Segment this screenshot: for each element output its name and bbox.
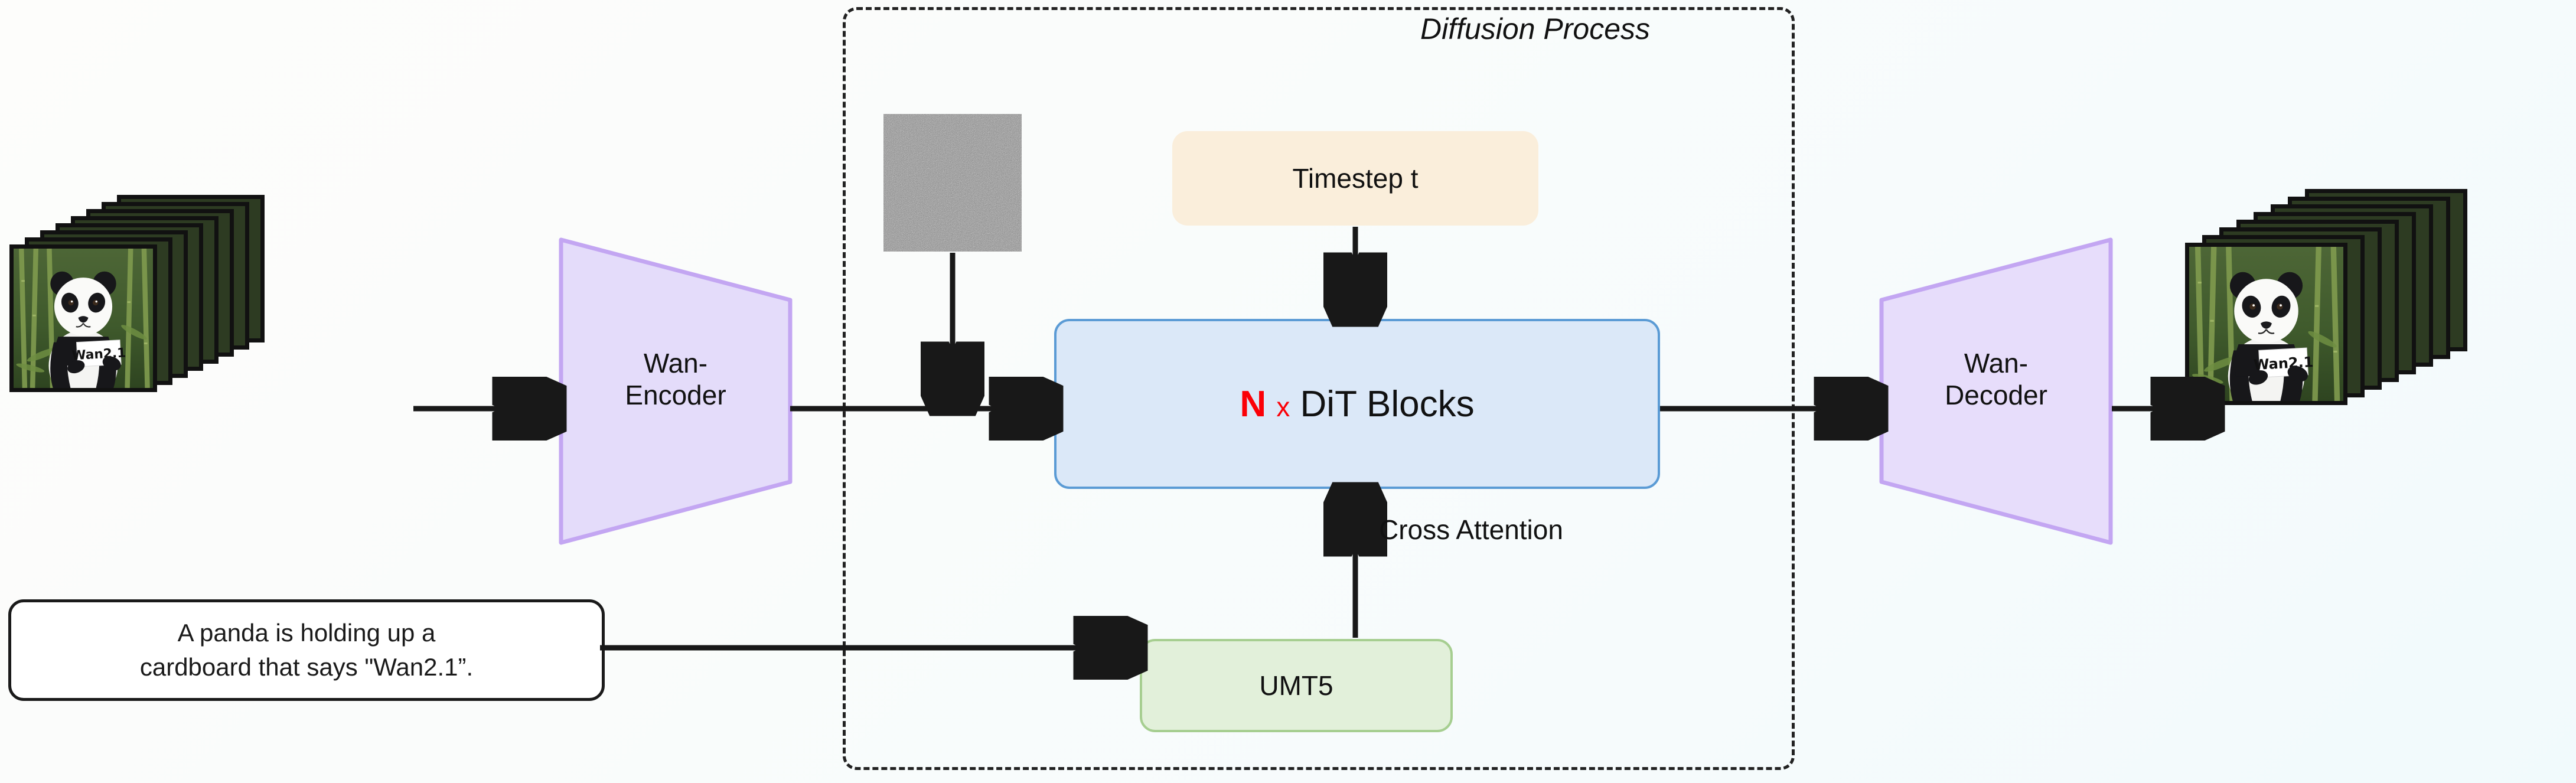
- text-prompt-box[interactable]: A panda is holding up a cardboard that s…: [8, 599, 605, 701]
- prompt-line-2: cardboard that says "Wan2.1”.: [139, 653, 474, 681]
- umt5-text-encoder-box[interactable]: UMT5: [1140, 639, 1453, 732]
- dit-blocks-label: DiT Blocks: [1300, 383, 1475, 425]
- dit-blocks-box[interactable]: N x DiT Blocks: [1054, 319, 1660, 489]
- input-video-stack: Wan2.1: [9, 195, 269, 443]
- video-frame-front: Wan2.1: [9, 244, 157, 392]
- prompt-line-1: A panda is holding up a: [177, 619, 436, 647]
- video-frame-front: Wan2.1: [2185, 243, 2347, 405]
- dit-multiply-symbol: x: [1276, 391, 1290, 422]
- timestep-label: Timestep t: [1292, 163, 1419, 194]
- gaussian-noise-latent: [883, 114, 1022, 252]
- cross-attention-label: Cross Attention: [1379, 514, 1563, 545]
- timestep-box[interactable]: Timestep t: [1172, 131, 1538, 226]
- wan-encoder-block[interactable]: Wan- Encoder: [557, 236, 794, 546]
- umt5-label: UMT5: [1259, 670, 1333, 701]
- diffusion-process-region: [843, 7, 1795, 770]
- diffusion-process-title: Diffusion Process: [1420, 12, 1651, 45]
- wan-decoder-block[interactable]: Wan- Decoder: [1878, 236, 2114, 546]
- output-video-stack: Wan2.1: [2185, 189, 2469, 455]
- dit-repeat-count: N: [1240, 383, 1267, 425]
